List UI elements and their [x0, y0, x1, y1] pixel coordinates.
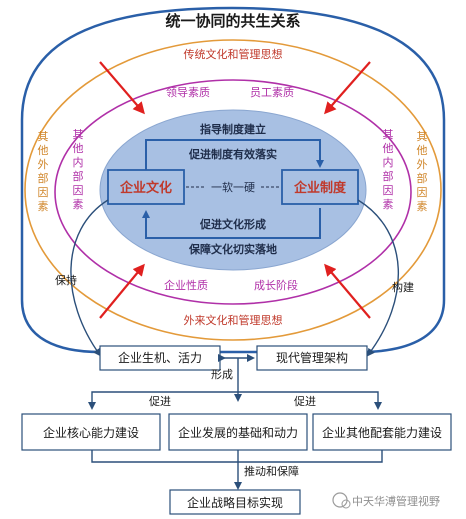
- vitality-label: 企业生机、活力: [118, 350, 202, 365]
- modern-management-box: [256, 345, 368, 371]
- enterprise-system-label: 企业制度: [293, 180, 347, 196]
- system-to-culture-arrow: [142, 208, 321, 239]
- vitality-box: [99, 345, 221, 371]
- supporting-capability-label: 企业其他配套能力建设: [322, 425, 442, 440]
- build-label: 构建: [392, 280, 414, 294]
- merge-line: [91, 450, 383, 463]
- promote-culture-label: 促进文化形成: [199, 217, 266, 231]
- enterprise-culture-box: [107, 169, 185, 205]
- external-factors-left: 其他外部因素: [38, 130, 49, 213]
- watermark: 中天华溥管理视野: [332, 492, 440, 509]
- employee-quality-label: 员工素质: [250, 86, 294, 99]
- traditional-culture-label: 传统文化和管理思想: [184, 47, 283, 61]
- red-arrow-top-left: [99, 61, 145, 115]
- red-arrow-top-right: [324, 61, 371, 115]
- build-arrow: [357, 199, 400, 357]
- promote-left-arrow: [88, 391, 238, 410]
- promote-right-arrow: [238, 391, 382, 410]
- watermark-label: 中天华溥管理视野: [352, 494, 440, 508]
- internal-factors-right: 其他内部因素: [383, 128, 394, 211]
- strategic-goal-box: [169, 489, 301, 515]
- core-capability-label: 企业核心能力建设: [43, 425, 139, 440]
- drive-label: 推动和保障: [244, 464, 299, 478]
- promote-left-label: 促进: [149, 394, 171, 408]
- red-arrow-bottom-left: [99, 263, 145, 319]
- diagram-title: 统一协同的共生关系: [165, 12, 300, 30]
- enterprise-nature-label: 企业性质: [164, 278, 208, 292]
- strategic-goal-label: 企业战略目标实现: [187, 495, 283, 510]
- maintain-arrow: [70, 199, 109, 357]
- culture-to-system-arrow: [145, 139, 324, 170]
- form-label: 形成: [211, 368, 233, 381]
- supporting-capability-box: [312, 413, 452, 451]
- foundation-label: 企业发展的基础和动力: [178, 425, 298, 440]
- promote-system-label: 促进制度有效落实: [188, 147, 277, 161]
- maintain-label: 保持: [55, 273, 77, 287]
- soft-hard-label-bg: [206, 179, 260, 195]
- core-capability-box: [21, 413, 161, 451]
- modern-management-label: 现代管理架构: [276, 350, 348, 365]
- internal-factors-left: 其他内部因素: [73, 128, 84, 211]
- enterprise-system-box: [281, 169, 359, 205]
- wechat-icon-dot: [341, 499, 351, 509]
- foreign-culture-label: 外来文化和管理思想: [184, 313, 283, 327]
- leader-quality-label: 领导素质: [166, 86, 210, 99]
- guide-system-label: 指导制度建立: [200, 122, 266, 136]
- ensure-culture-label: 保障文化切实落地: [188, 242, 277, 256]
- internal-factors-ring: [54, 79, 412, 305]
- foundation-box: [168, 413, 308, 451]
- enterprise-culture-label: 企业文化: [119, 180, 172, 196]
- external-factors-ring: [24, 39, 442, 341]
- red-arrow-bottom-right: [324, 263, 371, 319]
- soft-hard-label: 一软一硬: [211, 180, 255, 194]
- growth-stage-label: 成长阶段: [254, 278, 298, 292]
- external-factors-right: 其他外部因素: [417, 130, 428, 213]
- promote-right-label: 促进: [294, 394, 316, 408]
